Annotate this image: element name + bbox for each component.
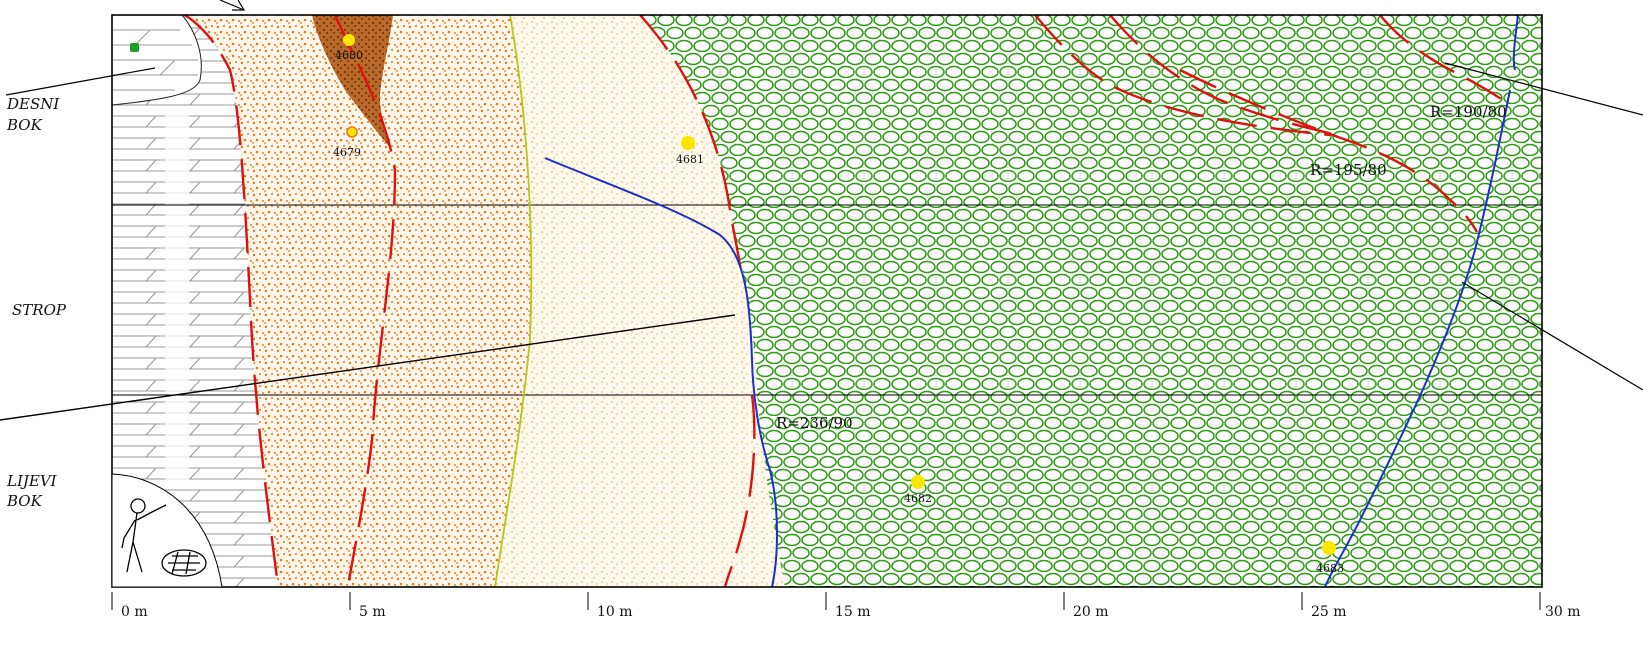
leader-right-mid xyxy=(1461,281,1643,391)
fault-gravel-lower xyxy=(723,394,756,588)
blue-contact-right-main xyxy=(1324,89,1511,588)
measurement-label-r2: R=195/80 xyxy=(1310,161,1387,179)
faults-upper-right xyxy=(1034,14,1511,233)
zone-label-lijevi-line1: LIJEVI xyxy=(6,472,58,490)
scale-tick-label: 10 m xyxy=(597,604,633,620)
scale-bar xyxy=(111,592,1541,610)
leader-right-top xyxy=(1444,62,1643,116)
map-frame xyxy=(111,14,1543,588)
north-arrow-fragment xyxy=(219,0,246,11)
scale-tick-label: 15 m xyxy=(835,604,871,620)
zone-label-lijevi-line2: BOK xyxy=(6,492,43,510)
blue-contact-right xyxy=(1512,14,1519,71)
sample-point: 4681 xyxy=(676,136,704,166)
sand-contact-line xyxy=(494,14,533,588)
fault-center xyxy=(333,14,397,588)
blue-contact-center xyxy=(544,157,778,588)
sample-label: 4680 xyxy=(335,49,363,62)
measurement-label-r3: R=236/90 xyxy=(776,414,853,432)
zone-label-desni-line1: DESNI xyxy=(6,95,60,113)
scale-tick-label: 0 m xyxy=(121,604,148,620)
schist-unit xyxy=(112,15,278,587)
fault-left xyxy=(184,14,280,588)
clay-lens xyxy=(312,15,393,150)
miner-symbol xyxy=(111,473,223,588)
scale-tick-label: 25 m xyxy=(1311,604,1347,620)
sample-label: 4683 xyxy=(1316,562,1344,575)
scale-tick-label: 5 m xyxy=(359,604,386,620)
zone-label-desni-line2: BOK xyxy=(6,116,43,134)
measurement-label-r1: R=190/80 xyxy=(1430,103,1507,121)
fault-gravel-contact xyxy=(639,14,744,281)
sample-label: 4681 xyxy=(676,153,704,166)
sample-point: 4679 xyxy=(333,126,361,159)
sample-point: 4683 xyxy=(1316,541,1344,575)
leader-desni xyxy=(5,67,156,96)
desni-bok-hatch xyxy=(112,29,198,91)
pale-sand-unit xyxy=(495,15,785,587)
schist-light-strip xyxy=(165,110,189,480)
sample-label: 4682 xyxy=(904,492,932,505)
sample-point: 4680 xyxy=(335,34,363,62)
green-point-marker xyxy=(130,43,139,52)
scale-tick-label: 20 m xyxy=(1073,604,1109,620)
sample-label: 4679 xyxy=(333,146,361,159)
zone-label-strop: STROP xyxy=(12,301,67,319)
orange-sand-unit xyxy=(185,15,532,587)
sample-point: 4682 xyxy=(904,475,932,505)
scale-tick-label: 30 m xyxy=(1545,604,1581,620)
leader-strop xyxy=(0,314,736,421)
